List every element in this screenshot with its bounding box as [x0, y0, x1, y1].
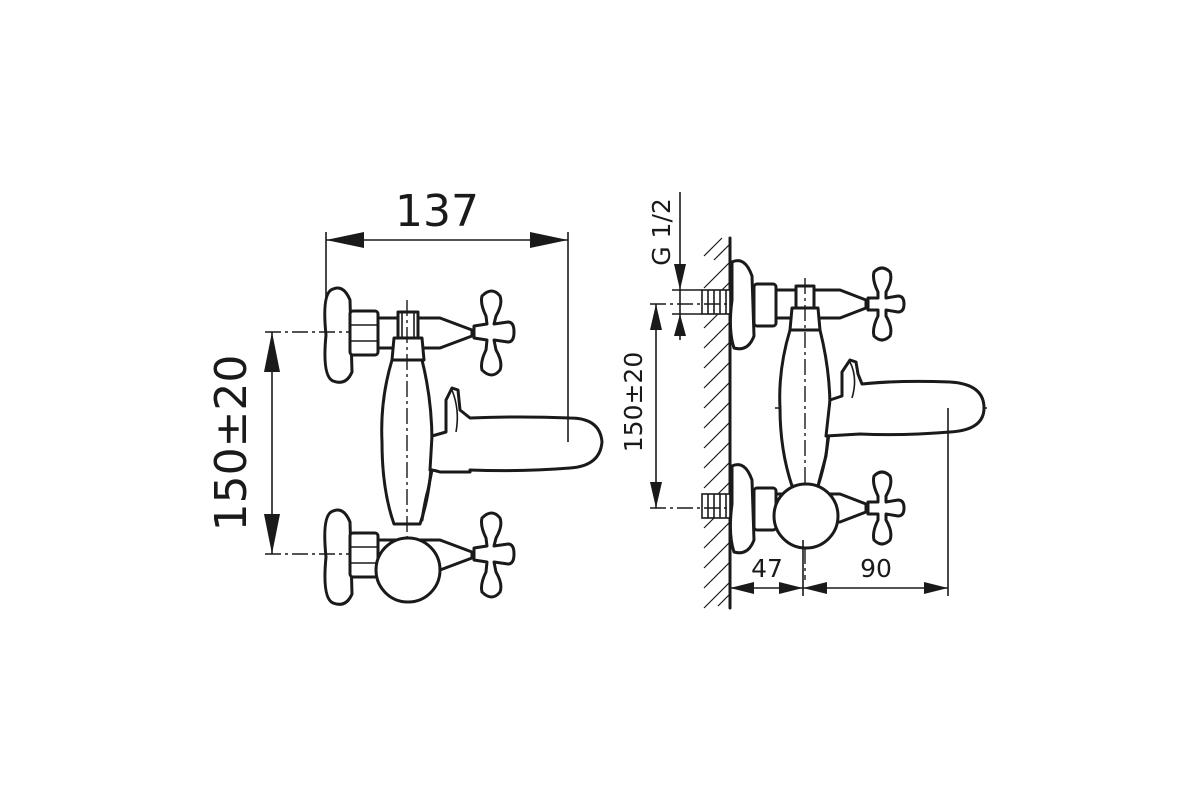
diverter-cap — [390, 336, 426, 362]
spout-arrow-right — [924, 582, 948, 594]
side-centers-arrow-top — [650, 304, 662, 330]
thread-dimension-label: G 1/2 — [647, 198, 676, 266]
side-view: G 1/2 150±20 47 90 — [619, 192, 990, 610]
spout-dimension-label: 90 — [860, 554, 892, 583]
top-cartridge — [396, 310, 420, 340]
arrow-bottom — [264, 514, 280, 554]
spout-base — [420, 468, 434, 522]
upper-side-nut — [752, 282, 778, 328]
side-spout — [824, 358, 986, 438]
depth-arrow-left — [730, 582, 754, 594]
arrow-right — [530, 232, 568, 248]
thread-arrow-top — [674, 264, 686, 290]
spout — [428, 386, 604, 474]
upper-wall-flange — [323, 286, 354, 384]
lower-side-flange — [728, 463, 756, 555]
lower-side-nut — [752, 486, 778, 532]
arrow-left — [326, 232, 364, 248]
mixing-ball — [374, 536, 442, 604]
upper-hex-nut — [348, 309, 380, 357]
upper-side-handle — [866, 266, 906, 342]
lower-side-handle — [866, 470, 906, 546]
lower-hex-nut — [348, 531, 380, 579]
arrow-top — [264, 332, 280, 372]
side-spout-base — [816, 434, 830, 488]
thread-arrow-bottom — [674, 314, 686, 336]
lower-wall-flange — [323, 508, 354, 606]
centers-dimension-label: 150±20 — [206, 355, 257, 532]
side-centers-dimension-label: 150±20 — [619, 352, 648, 452]
side-mixing-ball — [772, 482, 840, 550]
side-centers-arrow-bottom — [650, 482, 662, 508]
lower-cross-handle — [472, 511, 516, 599]
width-dimension-label: 137 — [395, 186, 479, 237]
spout-arrow-left — [803, 582, 827, 594]
upper-side-valve-body — [774, 288, 868, 320]
upper-side-flange — [728, 259, 756, 351]
front-view: 137 150±20 — [206, 186, 604, 606]
depth-arrow-right — [779, 582, 803, 594]
upper-cross-handle — [472, 289, 516, 377]
depth-dimension-label: 47 — [751, 554, 783, 583]
